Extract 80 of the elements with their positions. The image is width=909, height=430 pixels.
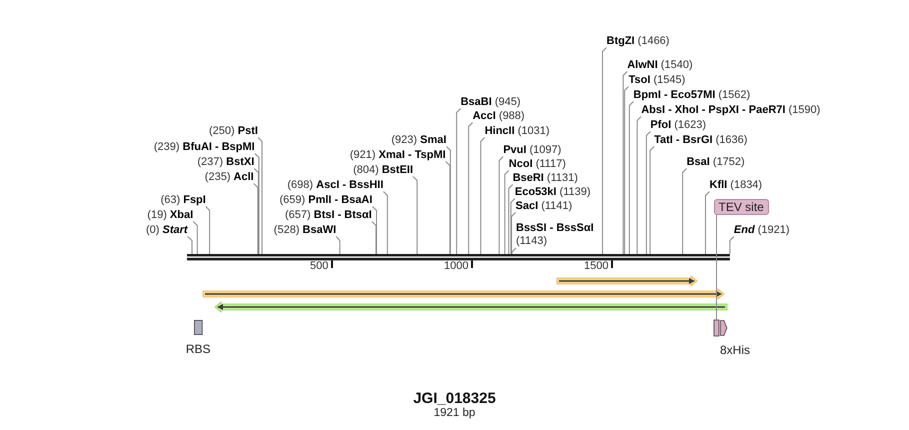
map-title: JGI_018325	[413, 390, 496, 408]
leader-line	[480, 137, 486, 254]
leader-line	[682, 168, 688, 254]
leader-line	[508, 184, 514, 254]
cut-site-label: BssSI - BssSαI (1143)	[516, 222, 594, 248]
leader-line	[468, 122, 474, 254]
leader-line	[510, 198, 516, 254]
leader-line	[636, 116, 642, 254]
cut-site-label: (659) PmlI - BsaAI	[280, 194, 372, 206]
cut-site-label: (528) BsaWI	[274, 224, 336, 236]
cut-site-label: (239) BfuAI - BspMI	[154, 140, 255, 154]
sequence-end-label: End (1921)	[734, 224, 790, 236]
scale-label: 1000	[444, 260, 468, 273]
leader-line	[705, 191, 710, 254]
orf-feature	[202, 288, 725, 300]
cut-site-label: (63) FspI	[160, 194, 206, 206]
leader-line	[445, 161, 450, 254]
feature-label: 8xHis	[720, 343, 750, 357]
leader-line	[192, 221, 198, 254]
leader-line	[254, 168, 259, 254]
leader-line	[624, 86, 630, 254]
leader-line	[512, 248, 516, 254]
cut-site-label: (235) AclI	[204, 170, 254, 184]
cut-site-label: NcoI (1117)	[508, 158, 566, 170]
cut-site-label: BpmI - Eco57MI (1562)	[633, 88, 750, 102]
feature-tag: TEV site	[714, 199, 769, 215]
cut-site-label: BsaI (1752)	[686, 156, 745, 168]
cut-site-label: (657) BtsI - BtsαI	[285, 208, 372, 222]
leader-line	[456, 108, 462, 254]
orf-feature	[214, 301, 728, 313]
cut-site-label: BsaBI (945)	[460, 96, 521, 108]
feature-box-icon	[714, 320, 720, 336]
cut-site-label: Eco53kI (1139)	[514, 186, 591, 198]
cut-site-label: (19) XbaI	[147, 208, 194, 222]
cut-site-label: (237) BstXI	[197, 156, 254, 168]
feature-label: RBS	[186, 342, 210, 356]
cut-site-label: (921) XmaI - TspMI	[350, 148, 446, 162]
leader-line	[205, 206, 210, 254]
cut-site-label: TsoI (1545)	[628, 74, 686, 86]
cut-site-label: AbsI - XhoI - PspXI - PaeR7I (1590)	[641, 104, 820, 116]
leader-line	[382, 191, 388, 254]
cut-site-label: PfoI (1623)	[650, 118, 706, 132]
cut-site-label: TatI - BsrGI (1636)	[654, 134, 748, 146]
cut-site-label: (698) AscI - BssHII	[287, 178, 384, 192]
leader-line	[511, 212, 516, 254]
leader-line	[716, 214, 717, 320]
cut-site-label: (804) BstEII	[353, 164, 414, 176]
leader-line	[412, 176, 418, 254]
leader-line	[729, 236, 734, 254]
sequence-length: 1921 bp	[434, 406, 476, 420]
leader-line	[498, 156, 504, 254]
cut-site-label: HincII (1031)	[484, 124, 550, 138]
orf-feature	[556, 275, 698, 287]
leader-line	[628, 101, 634, 254]
leader-line	[253, 183, 258, 254]
cut-site-label: AccI (988)	[472, 110, 525, 122]
leader-line	[504, 170, 510, 254]
cut-site-label: BseRI (1131)	[512, 172, 578, 184]
cut-site-label: PvuI (1097)	[503, 144, 562, 156]
cut-site-label: (923) SmaI	[391, 134, 446, 146]
cut-site-label: (250) PstI	[209, 124, 258, 138]
leader-line	[371, 221, 376, 254]
cut-site-label: KflI (1834)	[710, 178, 762, 192]
leader-line	[187, 236, 192, 254]
scale-label: 500	[310, 260, 328, 273]
leader-line	[446, 146, 451, 254]
cut-site-label: SacI (1141)	[516, 200, 572, 212]
leader-line	[254, 153, 260, 254]
cut-site-label: BtgZI (1466)	[606, 34, 670, 48]
leader-line	[646, 131, 651, 254]
sequence-backbone	[187, 254, 730, 260]
cut-site-label: AlwNI (1540)	[627, 58, 693, 72]
leader-line	[602, 47, 607, 254]
leader-line	[372, 206, 377, 254]
leader-line	[650, 146, 655, 254]
leader-line	[622, 71, 628, 254]
leader-line	[336, 236, 340, 254]
leader-line	[257, 137, 262, 254]
scale-label: 1500	[584, 260, 608, 273]
sequence-end-label: (0) Start	[146, 224, 188, 236]
